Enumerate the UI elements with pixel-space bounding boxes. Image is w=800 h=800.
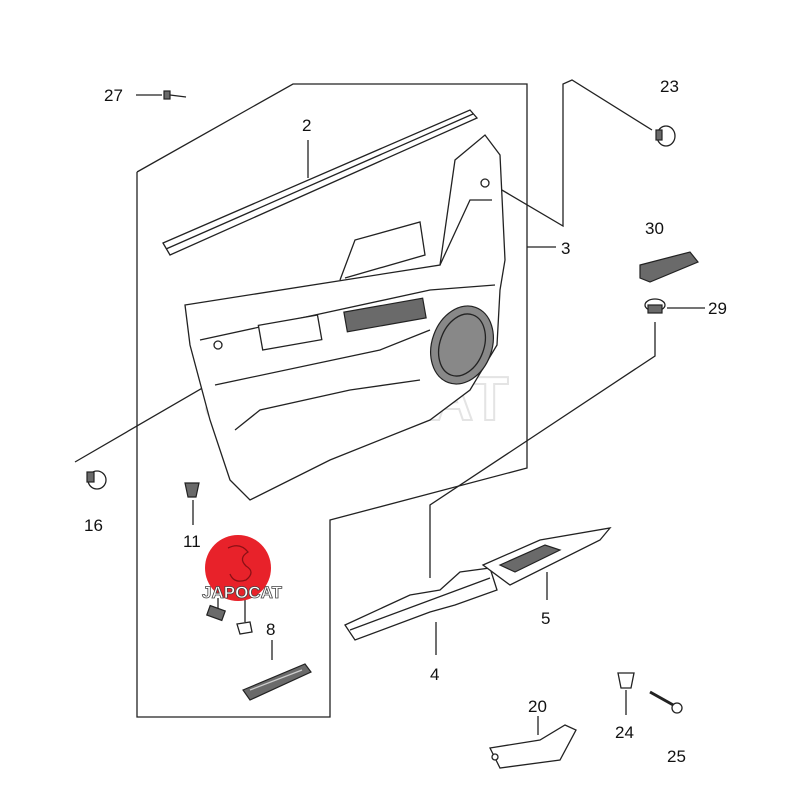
part-screw-small[interactable] xyxy=(206,604,226,622)
part-30-cover[interactable] xyxy=(639,251,699,283)
leader-lines xyxy=(74,79,705,735)
callout-4: 4 xyxy=(430,665,439,684)
part-29-cap[interactable] xyxy=(644,298,666,314)
logo-text: JAPOCAT xyxy=(202,583,283,602)
part-8-handle-bezel[interactable] xyxy=(242,663,312,701)
assembly-bracket xyxy=(136,83,528,718)
callout-5: 5 xyxy=(541,609,550,628)
japocat-logo: JAPOCAT xyxy=(202,535,283,602)
callout-16: 16 xyxy=(84,516,103,535)
callout-24: 24 xyxy=(615,723,634,742)
part-11-clip[interactable] xyxy=(184,482,200,498)
callout-3: 3 xyxy=(561,239,570,258)
part-clip-small[interactable] xyxy=(236,621,253,635)
callout-29: 29 xyxy=(708,299,727,318)
part-25-screw[interactable] xyxy=(649,690,683,714)
callout-8: 8 xyxy=(266,620,275,639)
part-23-clip[interactable] xyxy=(655,125,676,147)
callout-23: 23 xyxy=(660,77,679,96)
part-24-clip[interactable] xyxy=(617,672,635,689)
part-20-bracket[interactable] xyxy=(489,724,577,769)
callout-11: 11 xyxy=(183,532,201,551)
part-27-screw[interactable] xyxy=(163,90,187,100)
callout-30: 30 xyxy=(645,219,664,238)
callout-2: 2 xyxy=(302,116,311,135)
callout-27: 27 xyxy=(104,86,123,105)
part-4-armrest[interactable] xyxy=(344,567,498,641)
part-2-weatherstrip[interactable] xyxy=(162,109,479,256)
callout-25: 25 xyxy=(667,747,686,766)
callout-20: 20 xyxy=(528,697,547,716)
part-5-switch-panel[interactable] xyxy=(481,527,612,586)
part-3-door-trim-panel[interactable] xyxy=(184,134,506,501)
part-16-clip[interactable] xyxy=(86,470,107,490)
